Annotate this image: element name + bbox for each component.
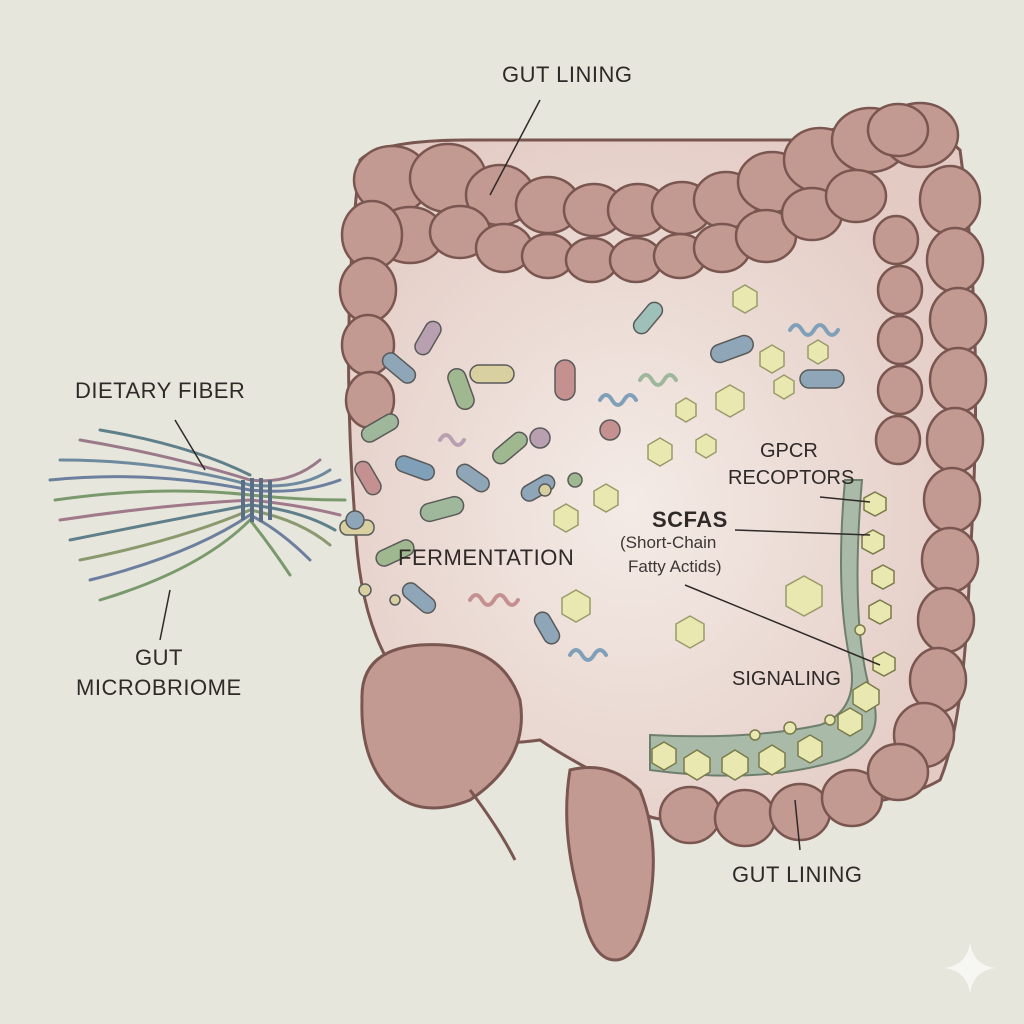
label-scfas-sub-line1: (Short-Chain: [620, 533, 717, 552]
label-dietary-fiber: DIETARY FIBER: [75, 378, 246, 403]
cecum: [360, 643, 523, 810]
scfa-hexagons: [553, 284, 829, 649]
channel-scfa-hexagons: [651, 491, 896, 781]
label-gut-lining-top: GUT LINING: [502, 62, 633, 87]
label-gut-microbiome-line1: GUT: [135, 645, 183, 670]
label-gut-lining-bottom: GUT LINING: [732, 862, 863, 887]
appendix: [468, 789, 517, 861]
label-gpcr-line1: GPCR: [760, 440, 818, 462]
fiber-bundle-tie: [241, 478, 272, 522]
label-scfas-title: SCFAS: [652, 507, 728, 532]
label-scfas-sub-line2: Fatty Actids): [628, 557, 722, 576]
label-gut-microbiome-line2: MICROBRIOME: [76, 675, 242, 700]
label-gpcr-line2: RECOPTORS: [728, 467, 855, 489]
colon-haustra-right: [866, 102, 988, 769]
colon-haustra-top: [352, 101, 960, 284]
dietary-fiber-bundle: [48, 428, 347, 602]
label-signaling: SIGNALING: [732, 668, 841, 690]
label-fermentation: FERMENTATION: [398, 545, 575, 570]
leader-lines: [159, 99, 881, 851]
four-point-sparkle-icon: [945, 942, 995, 994]
colon-haustra-bottom: [658, 742, 930, 848]
spiral-bacteria: [438, 323, 840, 662]
gut-bacteria: [339, 301, 845, 645]
rectum: [565, 766, 655, 962]
